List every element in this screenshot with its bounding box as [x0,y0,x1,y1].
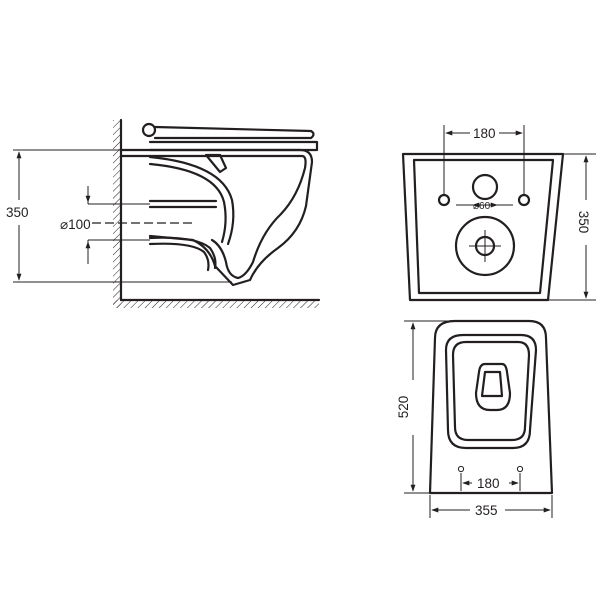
top-view: 520 180 355 [396,319,554,518]
toilet-bowl-profile [119,148,314,287]
mounting-hole-left [437,193,451,207]
waste-outlet-circle [454,215,516,277]
dimension-label-180-top: 180 [477,476,500,491]
dimension-label-350: 350 [6,205,29,220]
dimension-350-rear: 350 [548,153,596,301]
wall [113,118,123,308]
water-inlet-circle [471,173,499,201]
side-view: 350 ⌀100 [6,118,321,308]
dimension-350-side: 350 [6,149,232,283]
rear-view: ⌀60 180 350 [401,125,596,302]
dimension-label-pipe-100: ⌀100 [60,217,91,232]
toilet-seat-lid [141,122,319,152]
dimension-520-top: 520 [396,320,450,494]
dimension-label-180-rear: 180 [473,126,496,141]
dimension-pipe-100: ⌀100 [60,186,150,264]
dimension-label-355: 355 [475,503,498,518]
dimension-label-350-rear: 350 [576,211,591,234]
dimension-180-top: 180 [460,473,521,491]
dimension-label-520: 520 [396,396,411,419]
dimension-180-rear: 180 [443,125,525,195]
floor [113,298,321,308]
dimension-355-top: 355 [429,495,553,518]
dimension-label-inlet-60: ⌀60 [473,201,491,212]
mounting-hole-right [517,193,531,207]
